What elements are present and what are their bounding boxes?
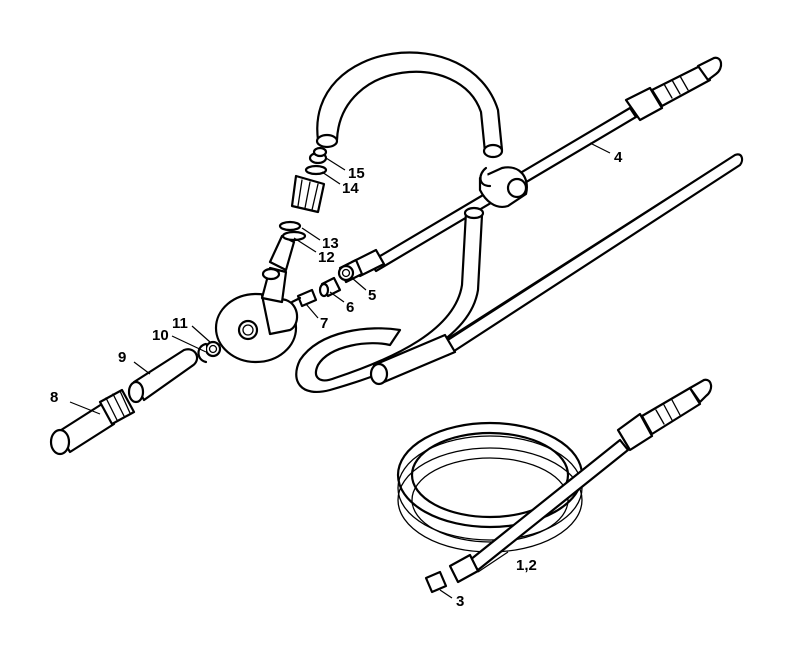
holder-rail (438, 153, 744, 357)
callout-3: 3 (456, 593, 464, 610)
callout-9: 9 (118, 349, 126, 366)
callout-11: 11 (172, 315, 188, 332)
upper-hose-arc (315, 51, 504, 159)
callout-5: 5 (368, 287, 376, 304)
callout-10: 10 (152, 327, 169, 344)
lance-clamp (478, 166, 528, 208)
callout-1-2: 1,2 (516, 557, 537, 574)
coiled-hose (396, 378, 713, 594)
leader-lines (69, 142, 611, 599)
callout-8: 8 (50, 389, 58, 406)
callout-4: 4 (614, 149, 623, 166)
callout-13: 13 (322, 235, 339, 252)
callout-labels: 1,2 3 4 5 6 7 8 9 10 11 12 13 14 15 (50, 149, 623, 610)
callout-7: 7 (320, 315, 328, 332)
callout-15: 15 (348, 165, 365, 182)
small-fittings (290, 264, 355, 308)
nut-and-rings (278, 146, 328, 242)
callout-12: 12 (318, 249, 335, 266)
sleeve-assembly (49, 340, 222, 456)
spray-gun-body (214, 234, 299, 364)
spray-lance (338, 56, 723, 284)
hook-hose (295, 206, 485, 393)
callout-14: 14 (342, 180, 359, 197)
callout-6: 6 (346, 299, 354, 316)
